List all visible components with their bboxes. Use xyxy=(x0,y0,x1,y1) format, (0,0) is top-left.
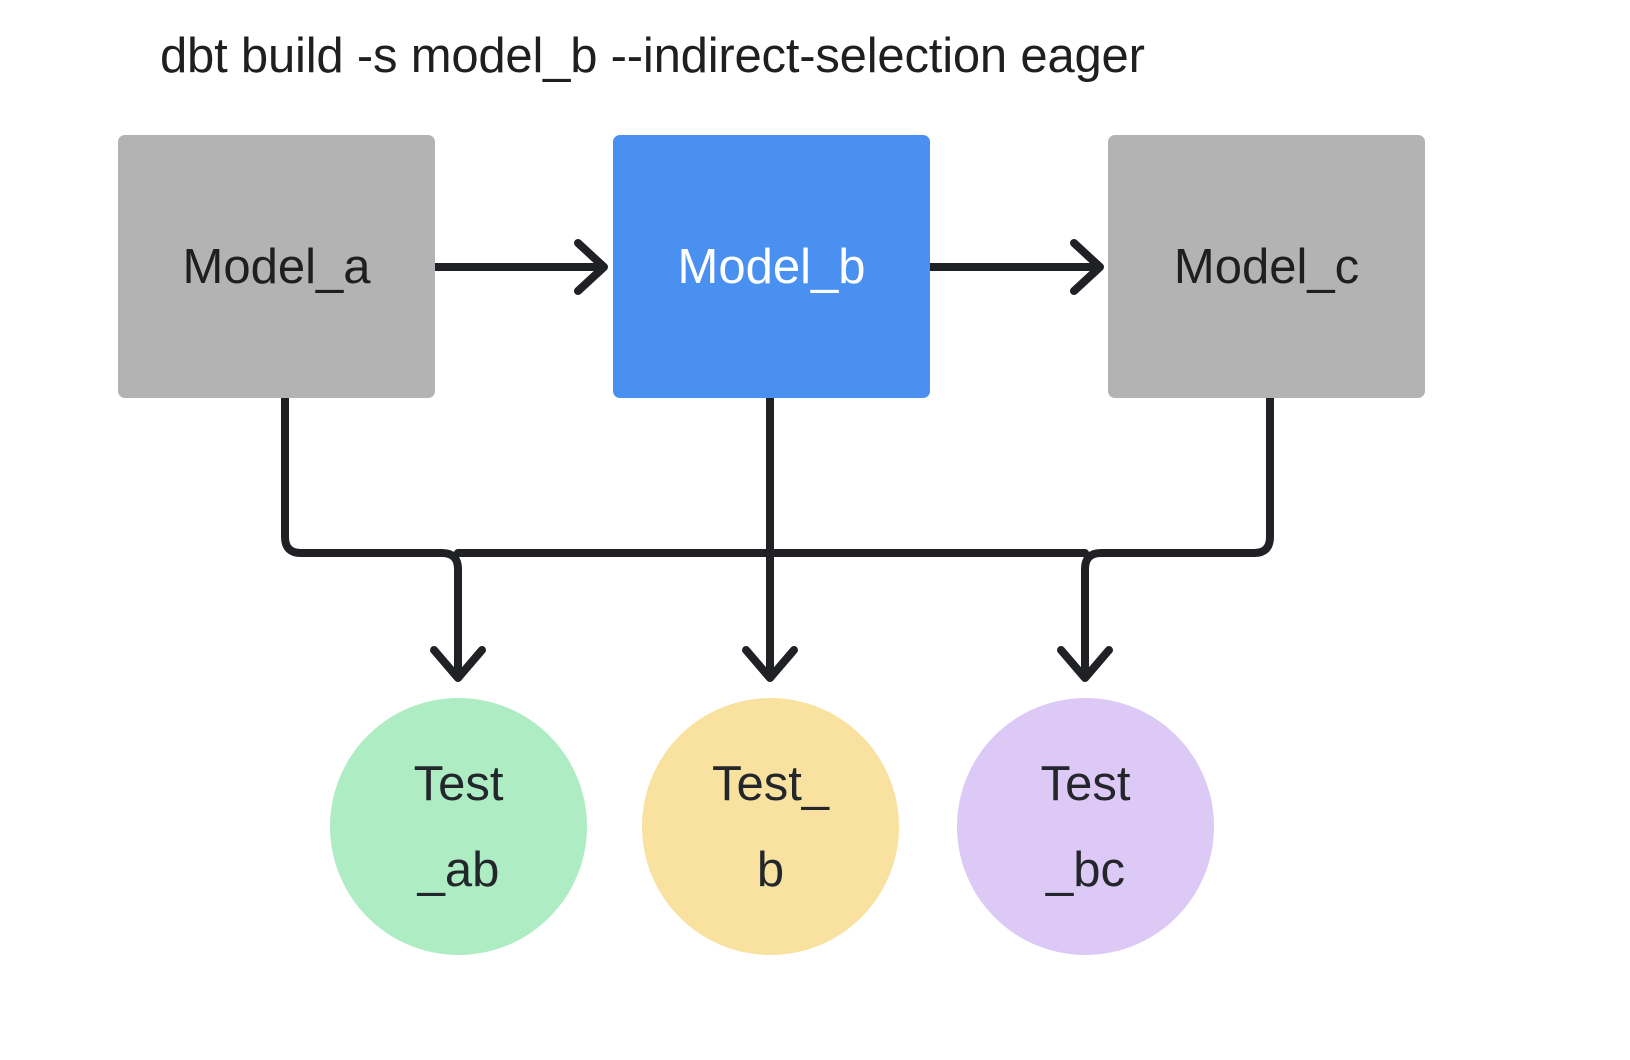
node-test-bc[interactable]: Test _bc xyxy=(957,698,1214,955)
edge-model-b-to-test-b xyxy=(742,394,798,682)
node-model-c-label: Model_c xyxy=(1173,239,1360,294)
node-model-b[interactable]: Model_b xyxy=(613,135,930,398)
node-model-a-label: Model_a xyxy=(182,239,371,294)
node-test-ab-label: Test _ab xyxy=(413,756,504,897)
edge-model-a-to-model-b xyxy=(431,239,608,295)
edge-model-c-to-test-bc xyxy=(1057,394,1274,682)
node-test-bc-label: Test _bc xyxy=(1040,756,1131,897)
node-test-b[interactable]: Test_b xyxy=(642,698,899,955)
node-model-b-label: Model_b xyxy=(677,239,866,294)
edge-model-a-to-test-ab xyxy=(281,394,486,682)
node-test-b-label: Test_b xyxy=(711,756,830,897)
node-test-ab[interactable]: Test _ab xyxy=(330,698,587,955)
node-model-a[interactable]: Model_a xyxy=(118,135,435,398)
edge-model-b-to-model-c xyxy=(926,239,1104,295)
node-model-c[interactable]: Model_c xyxy=(1108,135,1425,398)
page-title: dbt build -s model_b --indirect-selectio… xyxy=(160,29,1145,83)
